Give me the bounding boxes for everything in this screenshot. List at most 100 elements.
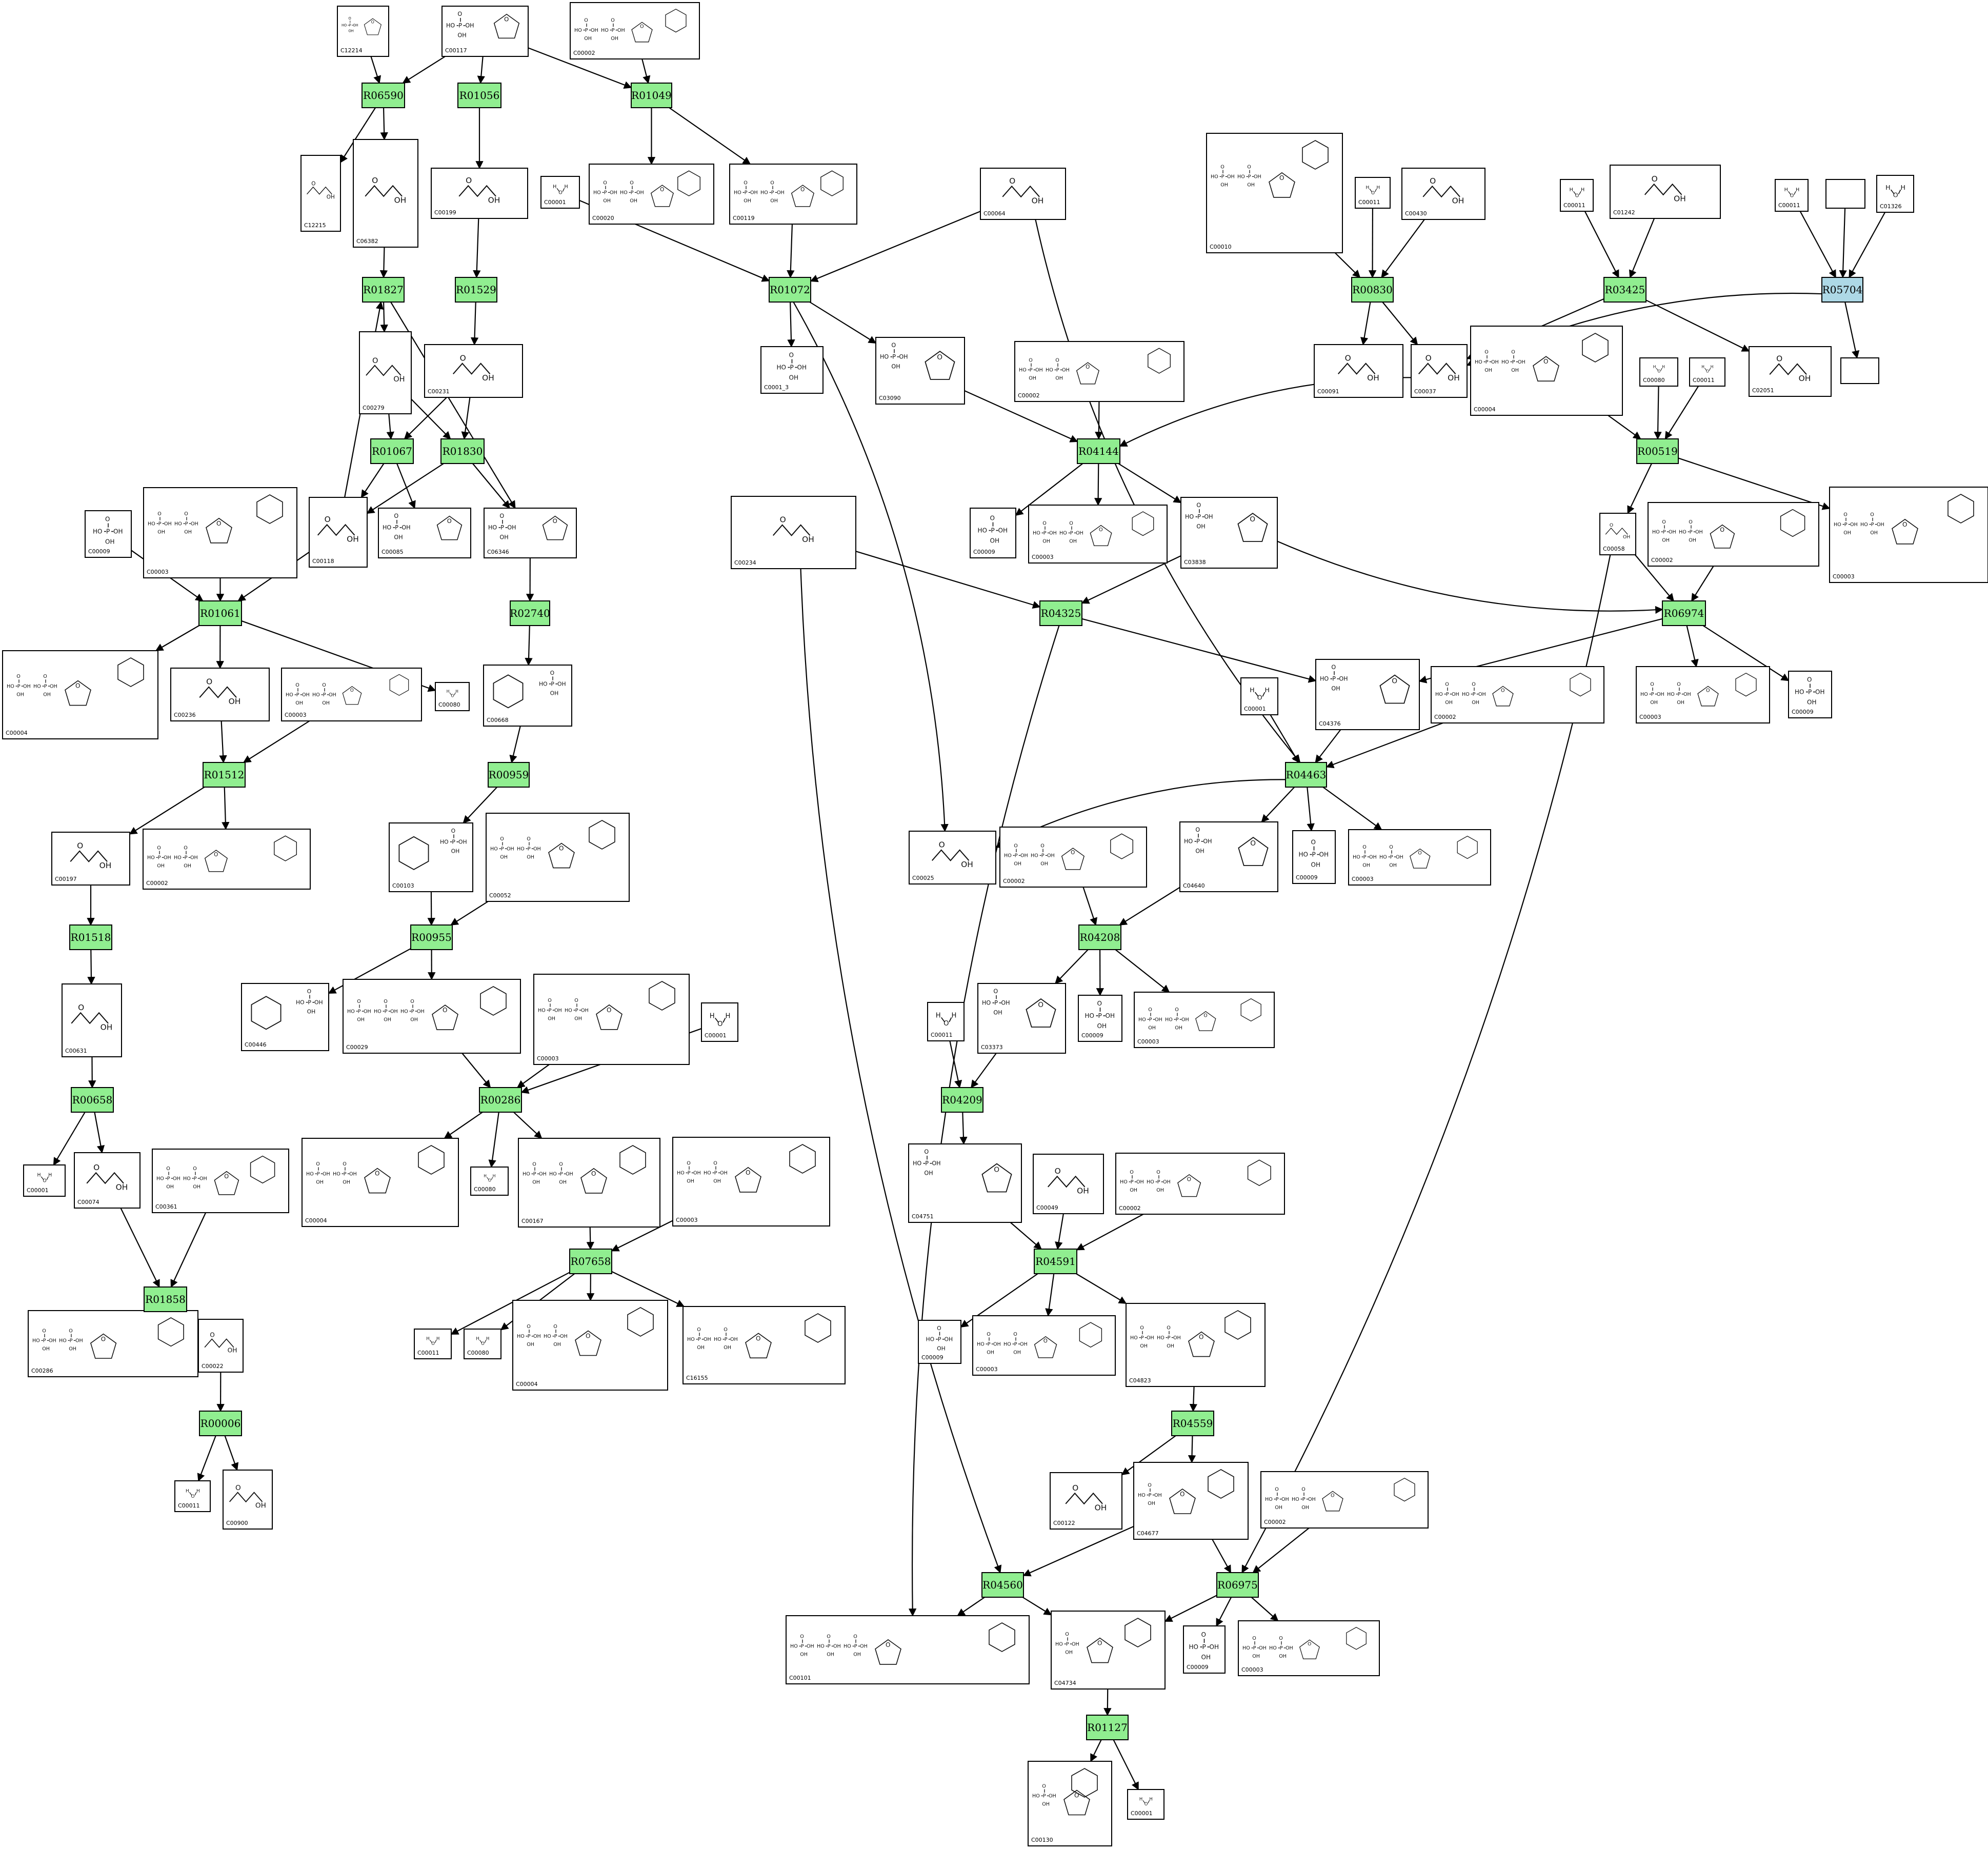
reaction-box[interactable] [457,83,501,108]
compound-node[interactable]: C00002 [143,829,311,890]
reaction-id-label[interactable]: R00830 [1352,284,1393,296]
reaction-box[interactable] [769,277,811,303]
compound-node[interactable]: C00122 [1050,1472,1122,1530]
reaction-box[interactable] [488,762,530,788]
reaction-id-label[interactable]: R00519 [1637,445,1678,457]
reaction-box[interactable] [440,438,485,464]
compound-node[interactable]: C00002 [1260,1471,1429,1529]
compound-box[interactable] [441,6,529,57]
compound-node[interactable]: C00199 [431,168,528,219]
compound-node[interactable]: C06346 [484,508,577,558]
compound-box[interactable] [1825,179,1865,209]
compound-node[interactable]: C04640 [1179,821,1278,892]
compound-node[interactable]: C00003 [281,668,422,721]
compound-node[interactable]: C04677 [1133,1462,1249,1540]
compound-node[interactable]: C00011 [174,1480,211,1512]
reaction-node[interactable]: R01056 [457,83,501,108]
reaction-id-label[interactable]: R01067 [372,445,412,457]
reaction-node[interactable]: R04463 [1285,762,1327,788]
reaction-box[interactable] [631,83,672,108]
reaction-id-label[interactable]: R01056 [459,89,500,102]
compound-node[interactable]: C00900 [223,1470,273,1530]
reaction-box[interactable] [510,600,550,626]
compound-node[interactable]: C00004 [512,1300,668,1391]
compound-node[interactable]: C03090 [875,337,965,405]
reaction-box[interactable] [569,1249,612,1274]
reaction-node[interactable]: R04325 [1039,600,1082,626]
compound-box[interactable] [241,983,329,1051]
compound-node[interactable]: C00001 [701,1002,738,1042]
compound-node[interactable]: C00001 [1127,1789,1164,1820]
compound-node[interactable]: C00286 [28,1310,198,1377]
reaction-node[interactable]: R03425 [1603,277,1646,303]
compound-node[interactable]: C00003 [972,1315,1116,1376]
compound-box[interactable] [1127,1789,1164,1820]
compound-node[interactable]: C00052 [486,813,630,902]
reaction-box[interactable] [410,924,453,950]
reaction-box[interactable] [1351,277,1394,303]
compound-node[interactable]: C16155 [682,1306,846,1384]
compound-node[interactable]: C00361 [152,1149,289,1213]
compound-node[interactable]: C03838 [1180,497,1278,569]
reaction-node[interactable]: R00955 [410,924,453,950]
reaction-node[interactable]: R00519 [1636,438,1679,464]
compound-node[interactable]: C00003 [1348,829,1491,886]
compound-box[interactable] [672,1137,830,1226]
compound-box[interactable] [1179,821,1278,892]
compound-node[interactable]: C00004 [1470,326,1623,416]
reaction-id-label[interactable]: R04144 [1078,445,1119,457]
reaction-box[interactable] [69,924,112,950]
compound-node[interactable]: C00091 [1314,344,1403,398]
compound-node[interactable]: C00037 [1411,344,1468,398]
compound-node[interactable] [1825,179,1865,209]
reaction-id-label[interactable]: R04209 [942,1094,982,1106]
compound-node[interactable]: C00011 [414,1329,452,1359]
compound-node[interactable]: C00003 [143,487,297,578]
compound-box[interactable] [300,155,341,232]
compound-node[interactable]: C00025 [909,831,996,884]
reaction-box[interactable] [455,277,497,303]
reaction-node[interactable]: R01830 [440,438,485,464]
compound-box[interactable] [1470,326,1623,416]
compound-node[interactable]: C00074 [74,1152,140,1209]
compound-node[interactable]: C00001 [1240,677,1278,715]
reaction-node[interactable]: R04559 [1171,1411,1214,1436]
compound-node[interactable]: C00003 [1134,992,1275,1048]
compound-box[interactable] [486,813,630,902]
reaction-box[interactable] [1078,924,1121,950]
compound-node[interactable]: C00001 [540,176,580,209]
compound-node[interactable]: C00446 [241,983,329,1051]
compound-node[interactable]: C00011 [1775,179,1809,212]
reaction-box[interactable] [1171,1411,1214,1436]
compound-node[interactable]: C00003 [1636,666,1770,723]
reaction-node[interactable]: R01127 [1086,1715,1129,1740]
reaction-node[interactable]: R00658 [71,1087,114,1113]
compound-node[interactable]: C00009 [85,510,132,558]
compound-box[interactable] [908,1143,1022,1223]
compound-node[interactable]: C00010 [1206,133,1343,253]
compound-box[interactable] [2,650,158,739]
compound-node[interactable]: C00002 [1115,1153,1285,1215]
compound-node[interactable]: C00080 [435,682,470,711]
reaction-node[interactable]: R01529 [455,277,497,303]
compound-box[interactable] [1689,357,1725,387]
reaction-box[interactable] [362,83,405,108]
compound-node[interactable]: C00085 [378,508,471,558]
compound-node[interactable]: C00004 [2,650,158,739]
reaction-node[interactable]: R04144 [1077,438,1120,464]
compound-box[interactable] [1840,357,1879,384]
reaction-node[interactable]: R01827 [362,277,405,303]
reaction-id-label[interactable]: R04591 [1035,1255,1076,1268]
reaction-id-label[interactable]: R00006 [200,1417,241,1430]
compound-node[interactable]: C00009 [918,1320,961,1364]
reaction-box[interactable] [198,600,242,626]
compound-node[interactable]: C00064 [980,168,1066,220]
compound-node[interactable]: C00119 [729,164,857,225]
compound-node[interactable]: C00002 [1431,666,1604,723]
compound-box[interactable] [1050,1472,1122,1530]
compound-node[interactable]: C00117 [441,6,529,57]
compound-node[interactable]: C04734 [1051,1611,1166,1690]
compound-node[interactable]: C02051 [1749,346,1832,397]
reaction-id-label[interactable]: R01518 [71,931,111,943]
compound-node[interactable]: C00009 [1788,671,1832,718]
